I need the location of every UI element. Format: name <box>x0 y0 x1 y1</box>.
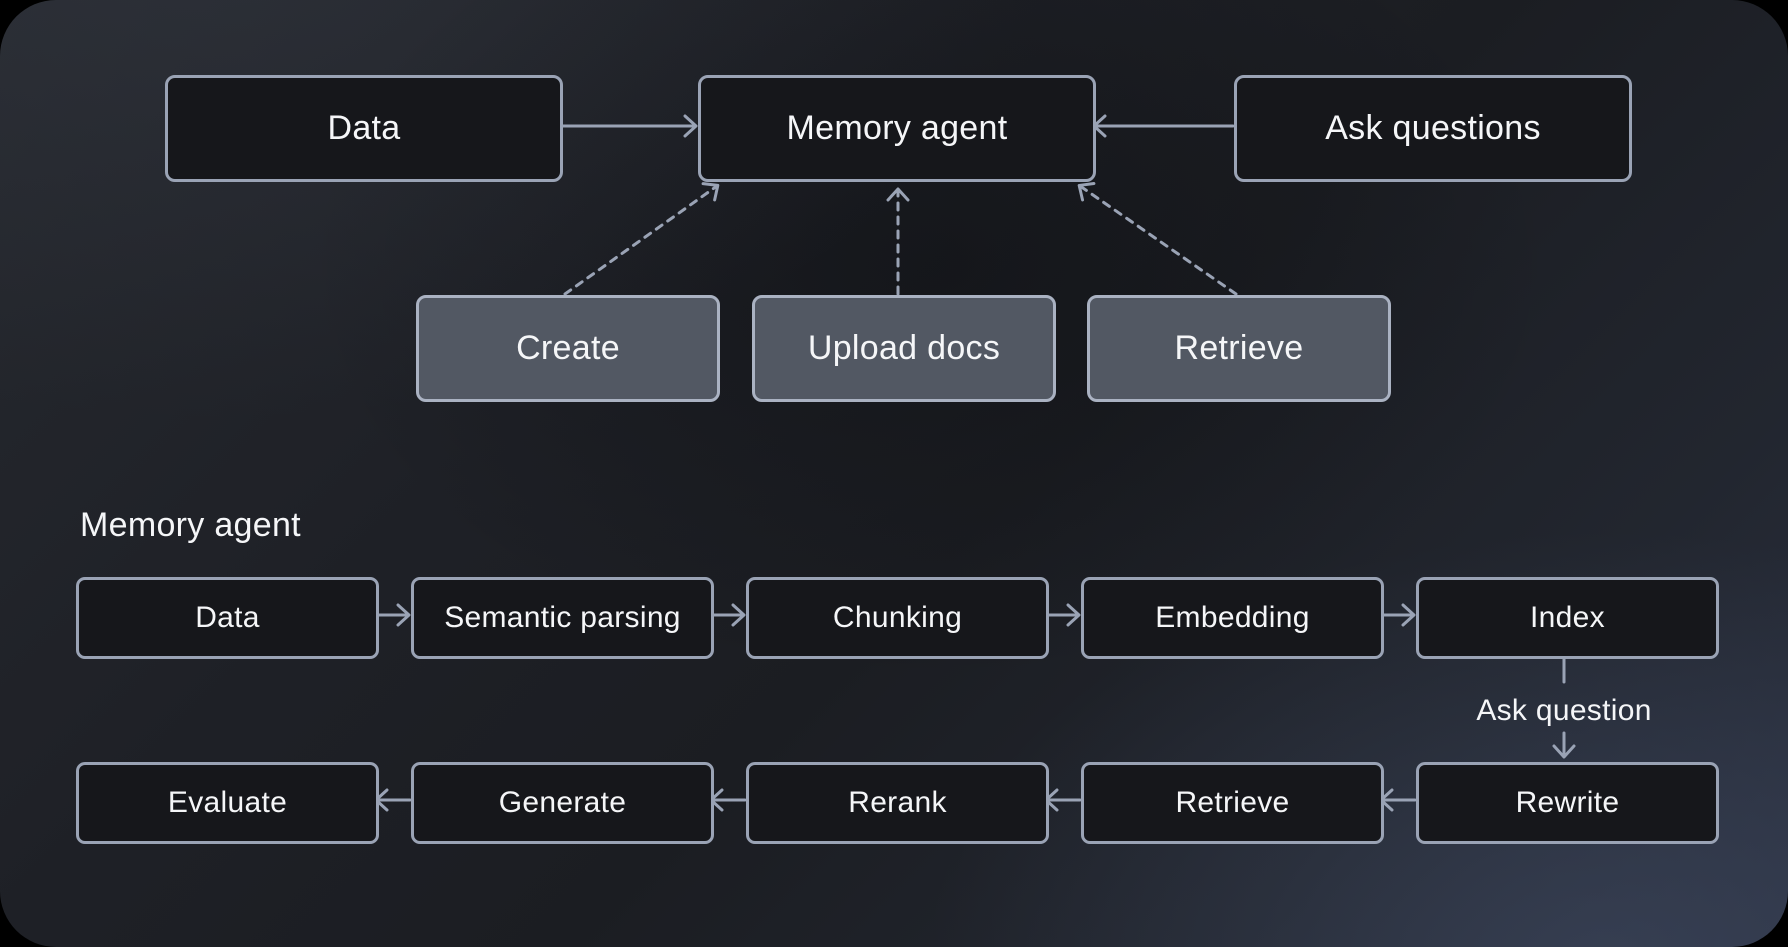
node-data-source: Data <box>165 75 563 182</box>
edge-create-to-memory-agent <box>563 182 720 296</box>
node-evaluate: Evaluate <box>76 762 379 844</box>
node-chunking: Chunking <box>746 577 1049 659</box>
section-label-memory-agent: Memory agent <box>80 506 301 544</box>
node-upload-docs: Upload docs <box>752 295 1056 402</box>
node-rewrite: Rewrite <box>1416 762 1719 844</box>
node-rerank: Rerank <box>746 762 1049 844</box>
node-semantic-parsing: Semantic parsing <box>411 577 714 659</box>
edge-retrieve-to-memory-agent <box>1077 181 1238 296</box>
node-memory-agent: Memory agent <box>698 75 1096 182</box>
node-retrieve-action: Retrieve <box>1087 295 1391 402</box>
node-index: Index <box>1416 577 1719 659</box>
node-ask-questions: Ask questions <box>1234 75 1632 182</box>
node-pipeline-data: Data <box>76 577 379 659</box>
node-embedding: Embedding <box>1081 577 1384 659</box>
node-generate: Generate <box>411 762 714 844</box>
node-retrieve-step: Retrieve <box>1081 762 1384 844</box>
connector-label-ask-question: Ask question <box>1476 694 1652 727</box>
node-create: Create <box>416 295 720 402</box>
